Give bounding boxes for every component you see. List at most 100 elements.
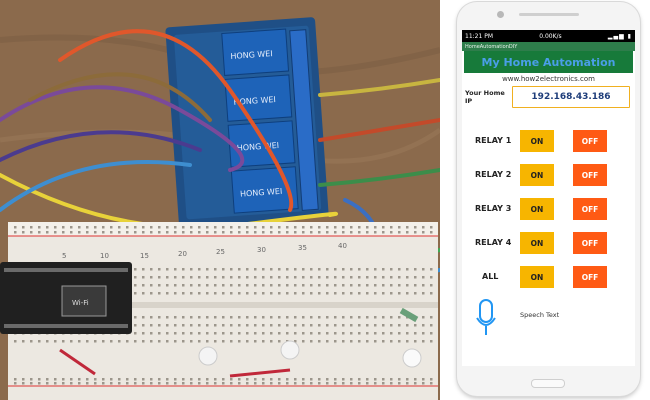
breadboard-hole xyxy=(270,276,273,279)
breadboard-hole xyxy=(334,276,337,279)
breadboard-hole xyxy=(350,316,353,319)
breadboard-hole xyxy=(398,276,401,279)
home-button[interactable] xyxy=(531,379,565,388)
breadboard-hole xyxy=(326,231,329,234)
breadboard-hole xyxy=(366,284,369,287)
breadboard-hole xyxy=(294,292,297,295)
breadboard-hole xyxy=(102,226,105,229)
breadboard-hole xyxy=(222,324,225,327)
relay-3-off-button[interactable]: OFF xyxy=(573,198,607,220)
breadboard-hole xyxy=(422,324,425,327)
breadboard-hole xyxy=(398,268,401,271)
microphone-icon[interactable] xyxy=(475,298,497,338)
breadboard-hole xyxy=(254,324,257,327)
breadboard-hole xyxy=(302,324,305,327)
smartphone: 11:21 PM 0.00K/s ▂▄▆ ▮ HomeAutomationDIY… xyxy=(457,2,640,396)
relay-all-label: ALL xyxy=(482,272,499,281)
relay-4-on-button[interactable]: ON xyxy=(520,232,554,254)
breadboard-hole xyxy=(230,226,233,229)
breadboard-hole xyxy=(294,332,297,335)
breadboard-hole xyxy=(158,316,161,319)
breadboard-hole xyxy=(390,284,393,287)
breadboard-hole xyxy=(390,292,393,295)
breadboard-hole xyxy=(158,324,161,327)
breadboard-hole xyxy=(254,231,257,234)
breadboard-hole xyxy=(374,226,377,229)
breadboard-hole xyxy=(310,268,313,271)
breadboard-hole xyxy=(374,332,377,335)
breadboard-hole xyxy=(22,378,25,381)
breadboard-hole xyxy=(158,231,161,234)
breadboard-hole xyxy=(166,340,169,343)
breadboard-hole xyxy=(302,284,305,287)
breadboard-hole xyxy=(174,324,177,327)
breadboard-hole xyxy=(302,332,305,335)
breadboard-hole xyxy=(22,231,25,234)
breadboard-hole xyxy=(414,226,417,229)
relay-2-on-button[interactable]: ON xyxy=(520,164,554,186)
breadboard-hole xyxy=(302,316,305,319)
breadboard-hole xyxy=(382,324,385,327)
breadboard-hole xyxy=(94,231,97,234)
website-link[interactable]: www.how2electronics.com xyxy=(502,75,595,83)
breadboard-hole xyxy=(118,226,121,229)
breadboard-hole xyxy=(206,332,209,335)
breadboard-hole xyxy=(342,276,345,279)
breadboard-hole xyxy=(246,292,249,295)
breadboard-hole xyxy=(334,284,337,287)
breadboard-hole xyxy=(182,268,185,271)
relay-1-off-button[interactable]: OFF xyxy=(573,130,607,152)
breadboard-hole xyxy=(206,378,209,381)
breadboard-hole xyxy=(238,231,241,234)
breadboard-hole xyxy=(158,226,161,229)
breadboard-hole xyxy=(222,332,225,335)
breadboard-hole xyxy=(22,226,25,229)
relay-all-off-button[interactable]: OFF xyxy=(573,266,607,288)
breadboard-hole xyxy=(134,268,137,271)
breadboard-hole xyxy=(62,378,65,381)
relay-3-on-button[interactable]: ON xyxy=(520,198,554,220)
breadboard-hole xyxy=(198,378,201,381)
breadboard-hole xyxy=(374,284,377,287)
breadboard-hole xyxy=(206,324,209,327)
breadboard-hole xyxy=(166,378,169,381)
bb-number-35: 35 xyxy=(298,244,307,252)
relay-4-off-button[interactable]: OFF xyxy=(573,232,607,254)
breadboard-hole xyxy=(94,340,97,343)
breadboard-hole xyxy=(206,316,209,319)
relay-1-on-button[interactable]: ON xyxy=(520,130,554,152)
breadboard-hole xyxy=(326,226,329,229)
breadboard-hole xyxy=(310,226,313,229)
relay-all-on-button[interactable]: ON xyxy=(520,266,554,288)
breadboard-hole xyxy=(334,316,337,319)
breadboard-hole xyxy=(14,340,17,343)
breadboard-hole xyxy=(174,284,177,287)
relay-row-3: RELAY 3 ON OFF xyxy=(462,198,635,222)
breadboard-hole xyxy=(190,226,193,229)
breadboard-hole xyxy=(150,268,153,271)
breadboard-hole xyxy=(414,231,417,234)
breadboard-hole xyxy=(142,284,145,287)
breadboard-hole xyxy=(430,268,433,271)
breadboard-hole xyxy=(246,316,249,319)
breadboard-hole xyxy=(174,292,177,295)
breadboard-hole xyxy=(142,292,145,295)
breadboard-hole xyxy=(326,292,329,295)
breadboard-hole xyxy=(78,226,81,229)
breadboard-hole xyxy=(302,276,305,279)
breadboard-hole xyxy=(262,324,265,327)
breadboard-hole xyxy=(222,292,225,295)
breadboard-hole xyxy=(398,284,401,287)
breadboard-hole xyxy=(54,340,57,343)
breadboard-hole xyxy=(230,268,233,271)
relay-2-off-button[interactable]: OFF xyxy=(573,164,607,186)
breadboard-hole xyxy=(38,340,41,343)
breadboard-hole xyxy=(230,316,233,319)
breadboard-hole xyxy=(414,268,417,271)
breadboard-hole xyxy=(262,382,265,385)
breadboard-hole xyxy=(382,276,385,279)
breadboard-hole xyxy=(286,231,289,234)
breadboard-hole xyxy=(150,382,153,385)
signal-battery-icon: ▂▄▆ ▮ xyxy=(607,32,632,40)
ip-input[interactable]: 192.168.43.186 xyxy=(512,86,630,108)
